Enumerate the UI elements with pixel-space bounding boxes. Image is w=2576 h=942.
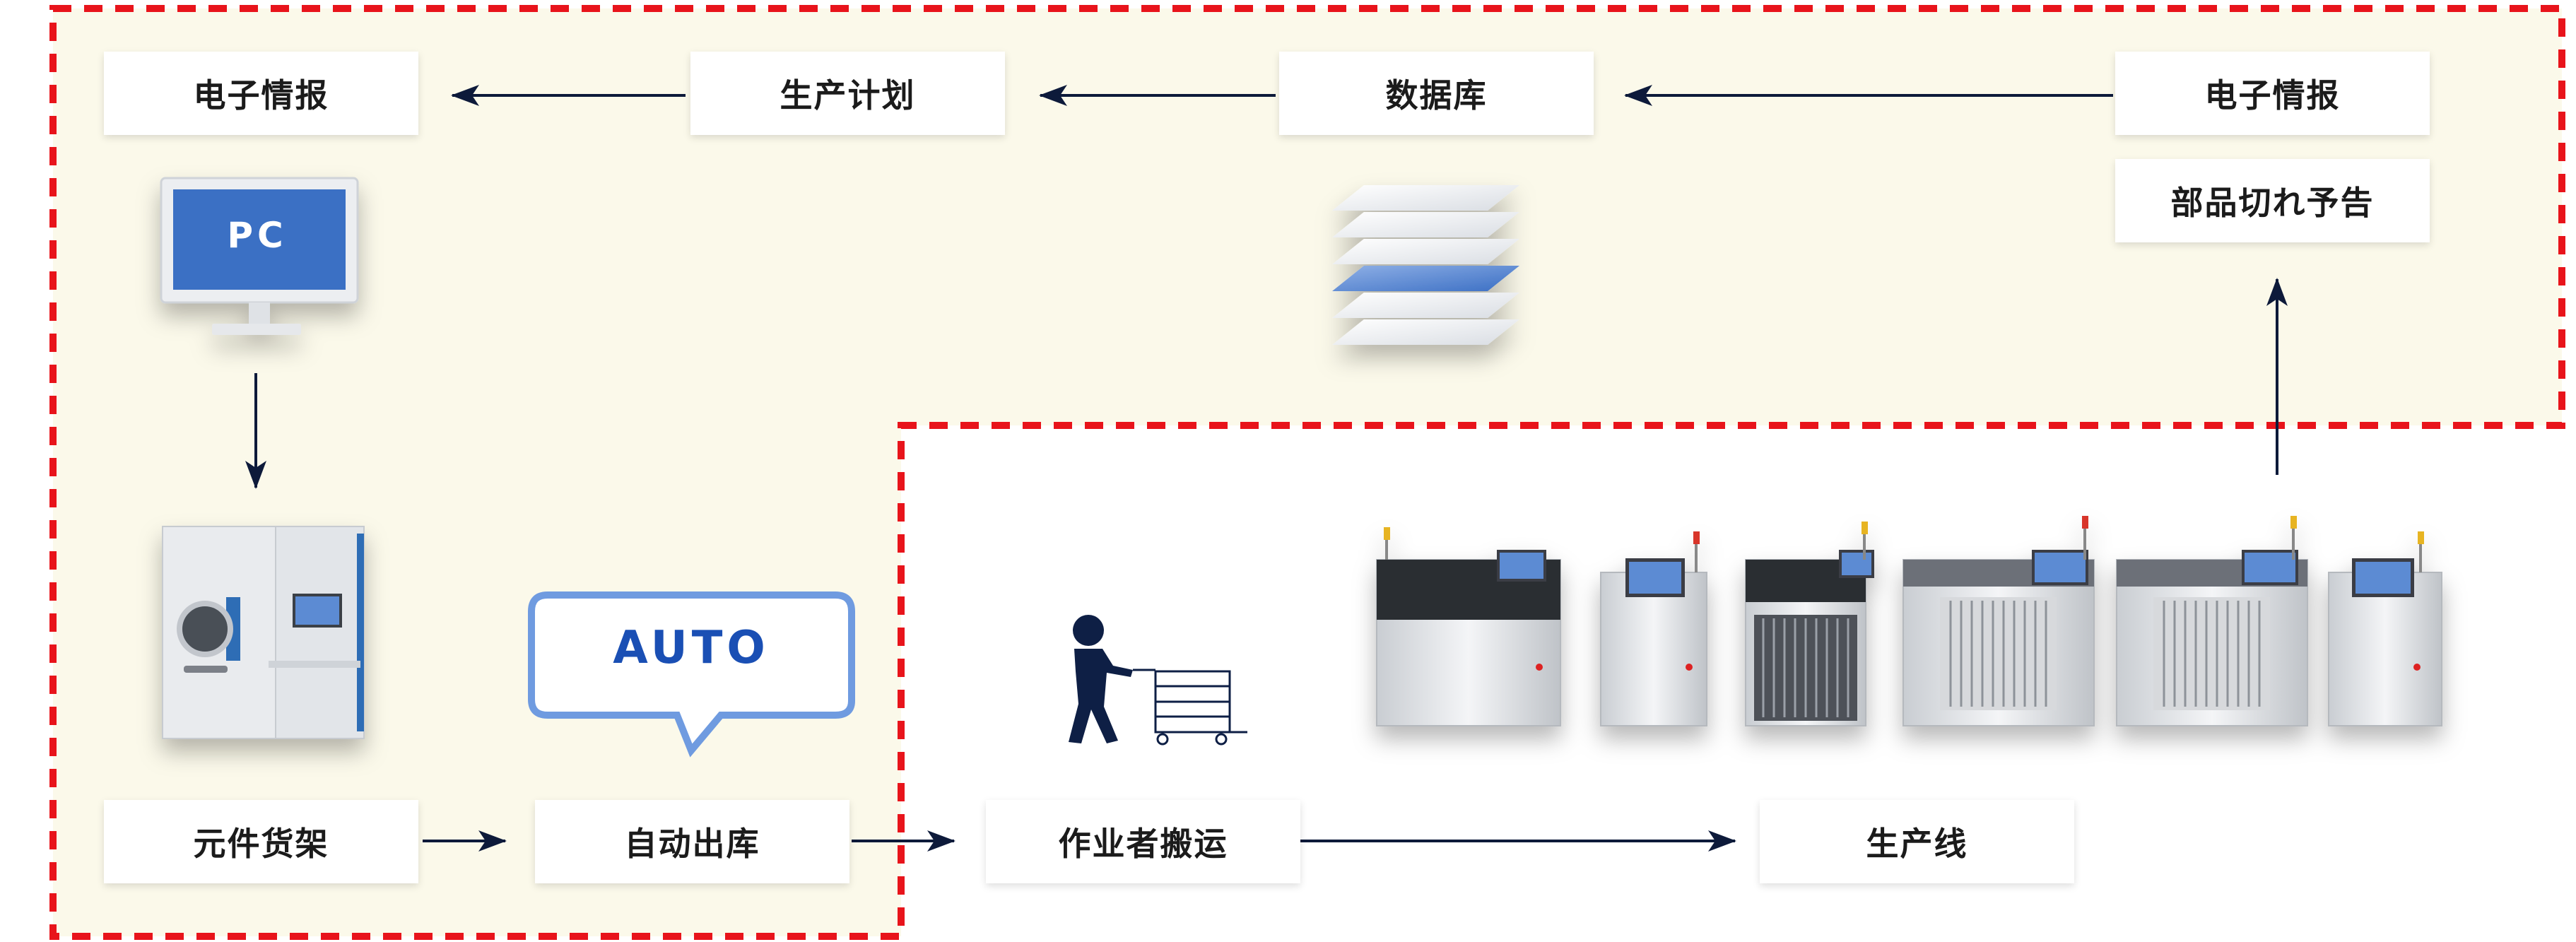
machine-inspection-1 — [1600, 531, 1707, 726]
node-info-right: 电子情报 — [2115, 52, 2430, 135]
database-stack-icon — [1332, 185, 1519, 345]
machine-inspection-2 — [2328, 531, 2442, 726]
feedback-region — [49, 5, 2565, 940]
smt-production-line-icon — [1376, 516, 2442, 726]
machine-mounter-2 — [2116, 516, 2308, 726]
component-shelf-machine-icon — [162, 526, 365, 739]
node-component-shelf: 元件货架 — [104, 800, 418, 883]
node-info-left: 电子情报 — [104, 52, 418, 135]
machine-printer — [1376, 527, 1561, 726]
auto-speech-bubble-icon — [528, 591, 855, 758]
pc-monitor-icon — [160, 177, 359, 335]
worker-pushing-cart-icon — [1069, 615, 1247, 746]
pc-label: PC — [227, 215, 288, 256]
node-database: 数据库 — [1279, 52, 1594, 135]
machine-mounter-dark — [1745, 522, 1874, 726]
machine-mounter-1 — [1902, 516, 2095, 726]
auto-badge: AUTO — [613, 622, 770, 674]
node-auto-out: 自动出库 — [535, 800, 849, 883]
node-shortage-notice: 部品切れ予告 — [2115, 159, 2430, 242]
node-production-plan: 生产计划 — [690, 52, 1005, 135]
node-production-line: 生产线 — [1760, 800, 2074, 883]
node-worker-transport: 作业者搬运 — [986, 800, 1300, 883]
